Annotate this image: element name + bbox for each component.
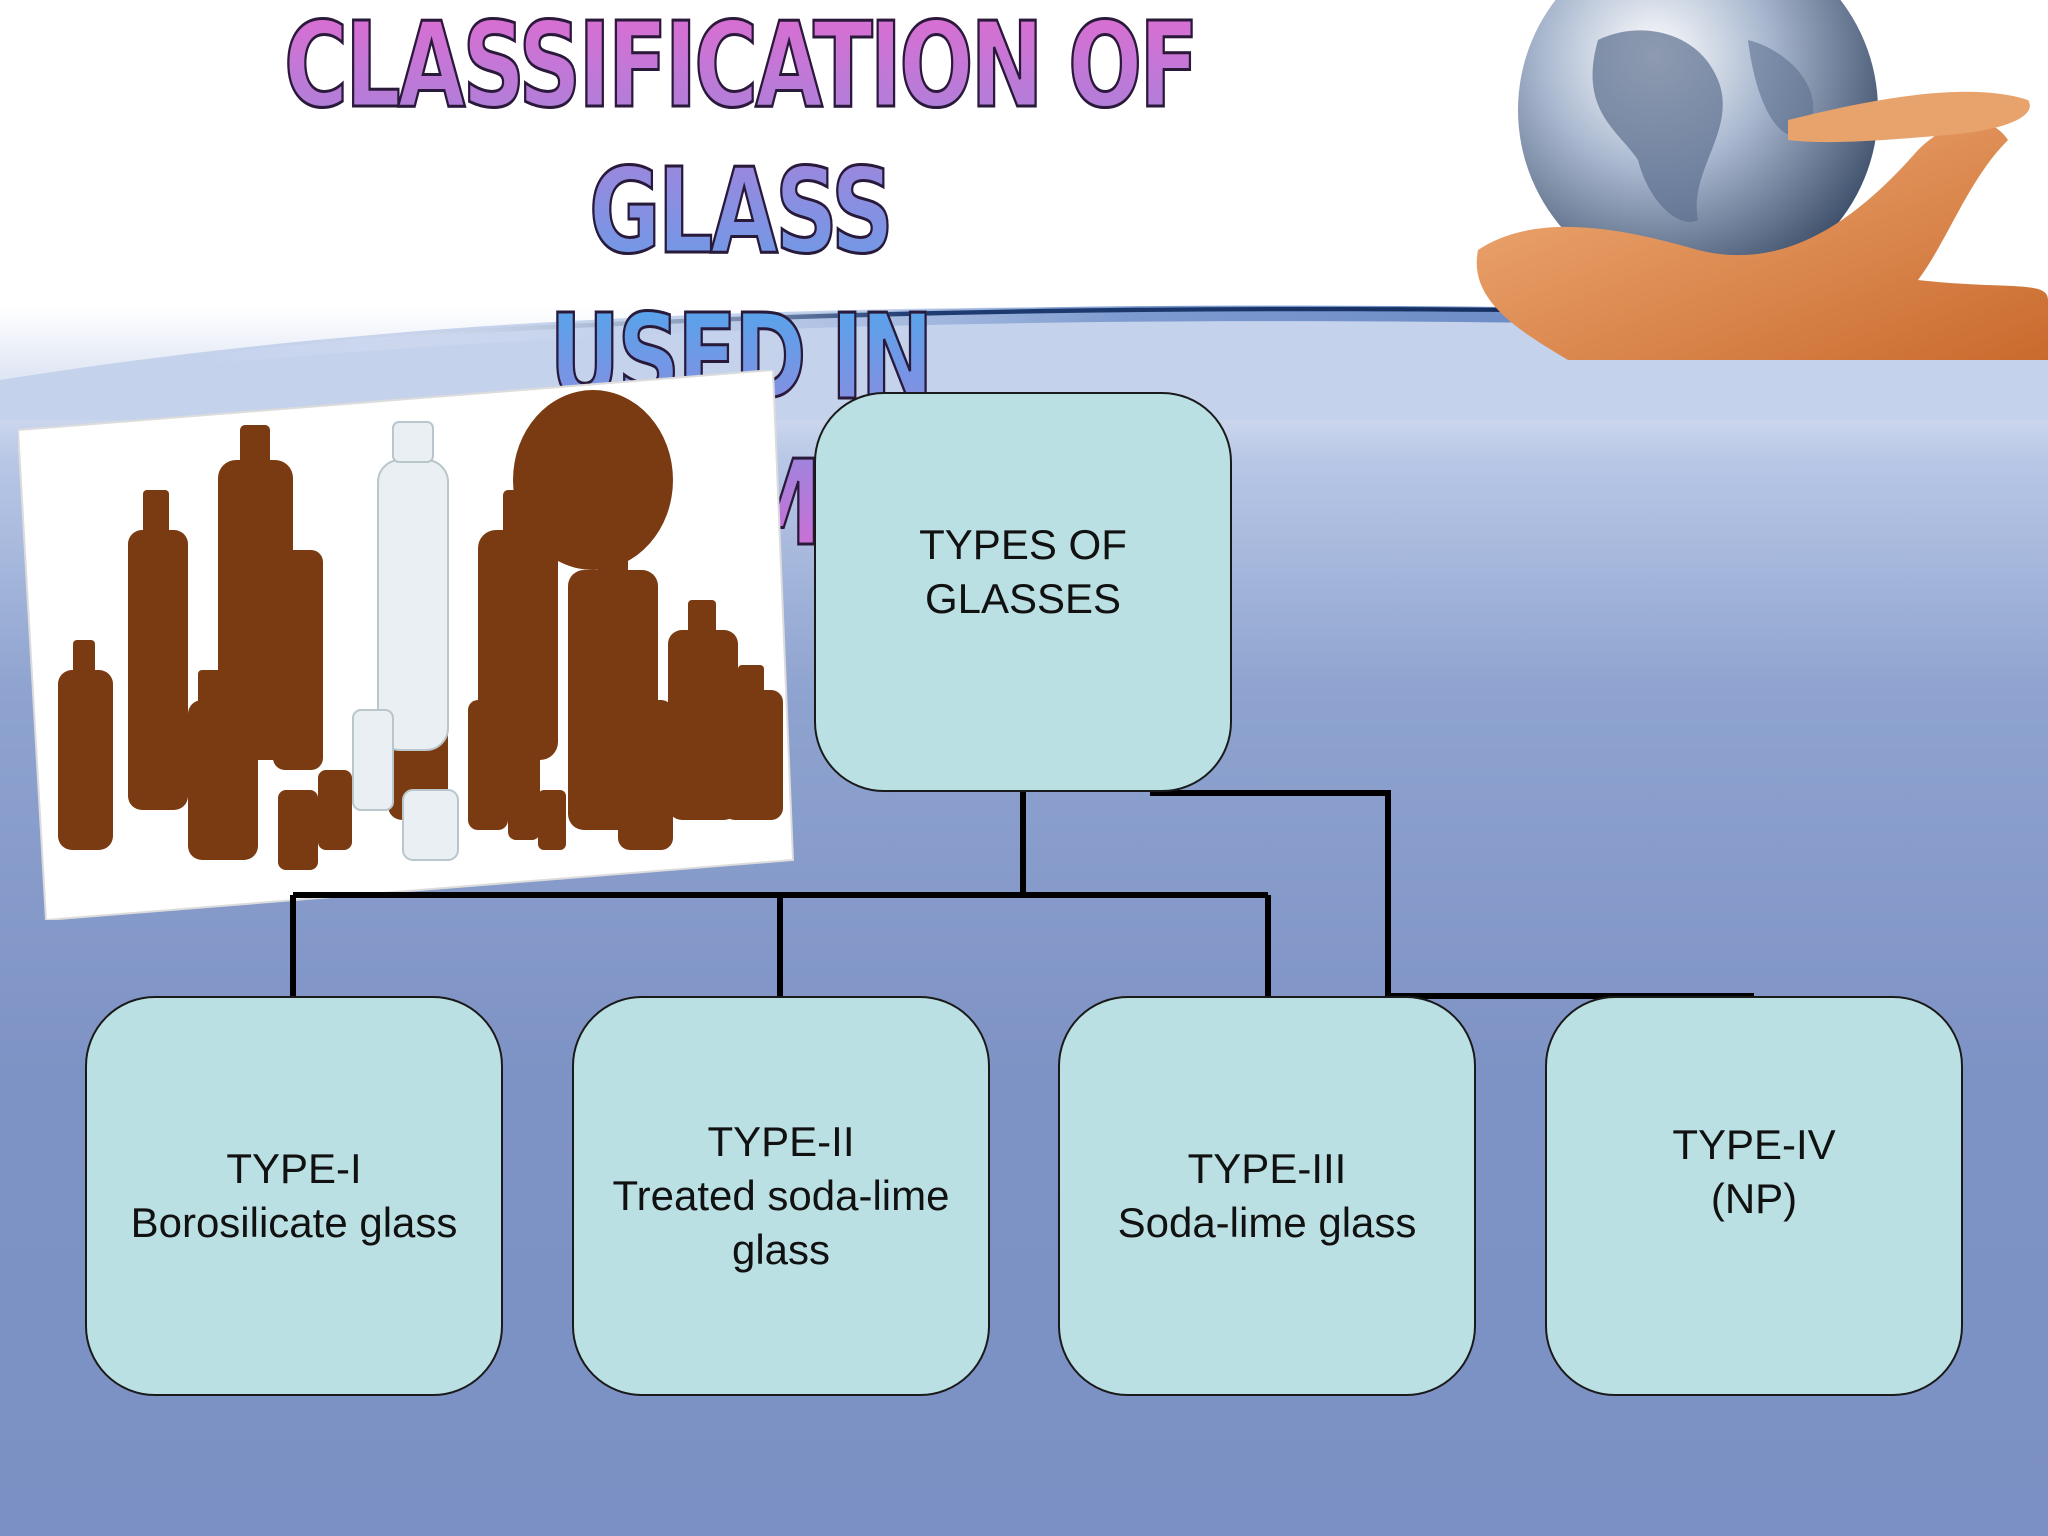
node-type-iii: TYPE-III Soda-lime glass	[1058, 996, 1476, 1396]
node-type-iv: TYPE-IV (NP)	[1545, 996, 1963, 1396]
node-type-ii-line-1: TYPE-II	[707, 1118, 855, 1165]
title-line-1: CLASSIFICATION OF GLASS	[283, 0, 1200, 282]
node-type-iv-line-2: (NP)	[1710, 1175, 1798, 1222]
glass-bottles-photo	[18, 370, 795, 920]
node-root-line-2: GLASSES	[924, 575, 1122, 622]
node-type-i-line-2: Borosilicate glass	[130, 1199, 458, 1246]
node-types-of-glasses: TYPES OF GLASSES	[814, 392, 1232, 792]
node-type-iii-line-1: TYPE-III	[1187, 1145, 1347, 1192]
hand-holding-globe-image	[1476, 0, 2048, 360]
node-type-ii-line-3: glass	[731, 1226, 831, 1273]
node-type-i-line-1: TYPE-I	[226, 1145, 362, 1192]
node-type-ii-line-2: Treated soda-lime	[612, 1172, 950, 1219]
node-type-ii: TYPE-II Treated soda-lime glass	[572, 996, 990, 1396]
connector-right-branch	[1150, 790, 1391, 996]
node-type-iii-line-2: Soda-lime glass	[1117, 1199, 1417, 1246]
node-type-iv-line-1: TYPE-IV	[1672, 1121, 1836, 1168]
node-type-i: TYPE-I Borosilicate glass	[85, 996, 503, 1396]
node-root-line-1: TYPES OF	[919, 521, 1127, 568]
